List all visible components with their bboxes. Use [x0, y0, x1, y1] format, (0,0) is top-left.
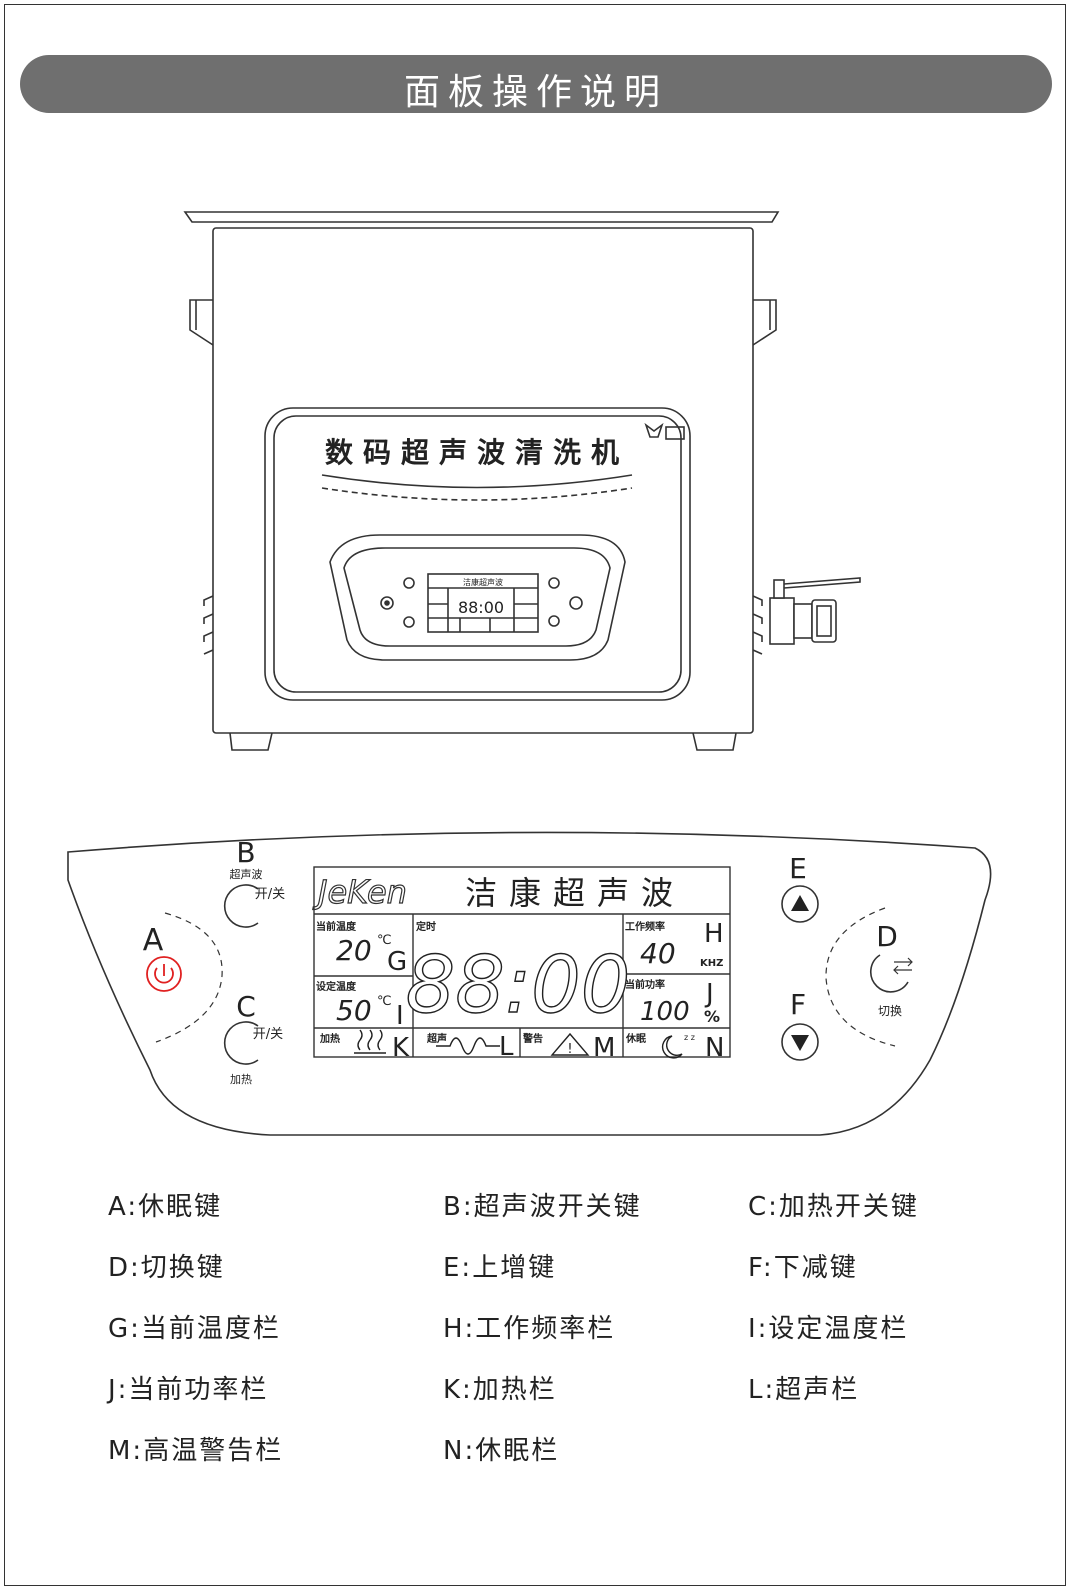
- label-c: C: [236, 990, 256, 1023]
- heat-label: 加热: [319, 1032, 340, 1045]
- c-top-text: 开/关: [253, 1027, 283, 1042]
- down-triangle-icon: [791, 1035, 809, 1051]
- c-bottom-text: 加热: [230, 1073, 252, 1086]
- letter-m: M: [593, 1033, 615, 1063]
- label-a: A: [143, 923, 164, 958]
- cleaner-illustration: 数码超声波清洗机 洁康超声波 88:00: [183, 211, 861, 751]
- button-c[interactable]: [223, 1021, 259, 1065]
- brand-cn: 洁康超声波: [465, 874, 685, 912]
- device-label: 数码超声波清洗机: [325, 436, 629, 469]
- b-bottom-text: 开/关: [255, 887, 285, 902]
- set-temp-value: 50: [336, 994, 372, 1027]
- switch-button[interactable]: [870, 954, 913, 993]
- current-temp-unit: ℃: [377, 933, 392, 948]
- moon-icon: [661, 1035, 683, 1059]
- power-label: 当前功率: [625, 978, 665, 991]
- mini-display-timer: 88:00: [458, 598, 504, 617]
- current-temp-label: 当前温度: [316, 920, 357, 933]
- power-unit: %: [704, 1007, 720, 1026]
- title-bar: 面板操作说明: [20, 55, 1052, 113]
- timer-label: 定时: [416, 920, 436, 933]
- button-b[interactable]: [223, 884, 259, 928]
- letter-j: J: [704, 979, 714, 1009]
- d-text: 切换: [878, 1004, 902, 1018]
- sleep-label: 休眠: [625, 1032, 646, 1045]
- current-temp-value: 20: [336, 934, 372, 967]
- power-icon: [154, 964, 174, 984]
- timer-value: 88:00: [406, 941, 631, 1031]
- letter-i: I: [396, 1001, 404, 1031]
- wave-icon: [436, 1037, 500, 1055]
- warning-icon: !: [550, 1032, 590, 1057]
- button-a[interactable]: [146, 956, 182, 992]
- letter-g: G: [387, 947, 407, 977]
- label-b: B: [236, 836, 255, 869]
- label-f: F: [790, 988, 806, 1021]
- label-e: E: [789, 852, 807, 885]
- letter-l: L: [499, 1032, 514, 1062]
- letter-k: K: [392, 1033, 410, 1063]
- mini-display-brand: 洁康超声波: [463, 577, 503, 587]
- page-title: 面板操作说明: [403, 72, 668, 113]
- set-temp-unit: ℃: [377, 994, 392, 1009]
- freq-value: 40: [640, 937, 676, 970]
- up-button[interactable]: [781, 885, 819, 923]
- zzz-icon: z z: [684, 1033, 695, 1042]
- freq-unit: KHZ: [700, 958, 723, 969]
- heat-icon: [354, 1029, 386, 1054]
- power-value: 100: [640, 997, 690, 1027]
- letter-h: H: [704, 919, 724, 949]
- svg-text:!: !: [567, 1042, 572, 1057]
- freq-label: 工作频率: [625, 920, 665, 933]
- warn-label: 警告: [522, 1032, 543, 1045]
- control-panel-diagram: A B 超声波 开/关 C 开/关 加热 JeKen 洁康超声波 当前温度 20…: [67, 831, 992, 1136]
- ultra-label: 超声: [426, 1032, 447, 1045]
- down-button[interactable]: [781, 1023, 819, 1061]
- page-frame: [4, 4, 1066, 1586]
- brand-logo: JeKen: [312, 873, 407, 911]
- switch-arrows-icon: [893, 957, 913, 975]
- up-triangle-icon: [791, 895, 809, 911]
- label-d: D: [876, 920, 898, 953]
- letter-n: N: [705, 1033, 724, 1063]
- b-top-text: 超声波: [230, 867, 263, 881]
- set-temp-label: 设定温度: [316, 980, 357, 993]
